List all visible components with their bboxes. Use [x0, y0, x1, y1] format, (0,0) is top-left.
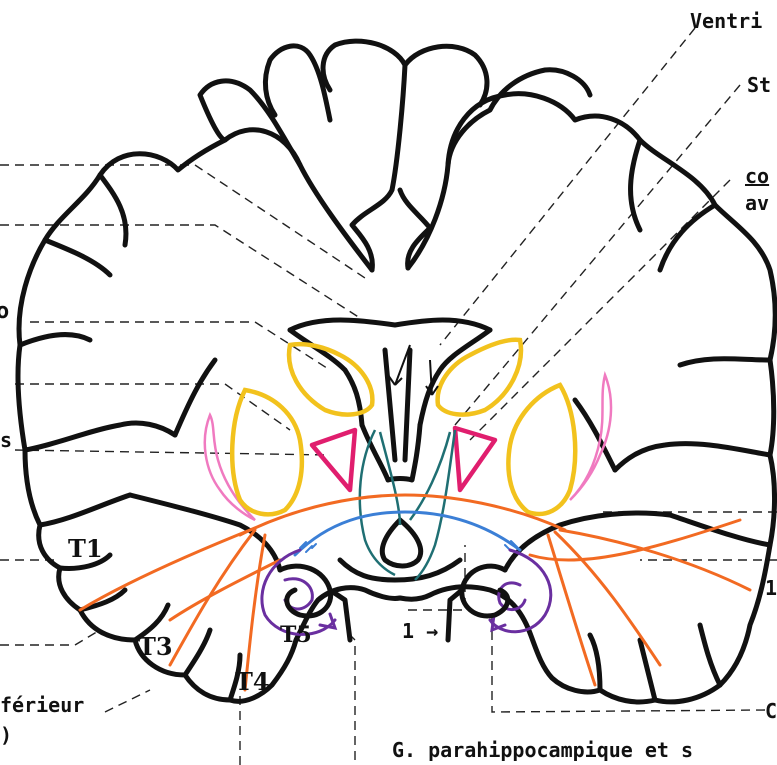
- label-left-paren: ): [0, 723, 12, 747]
- label-st: St: [747, 73, 771, 97]
- label-inferieur: férieur: [0, 693, 84, 717]
- right-putamen: [508, 385, 575, 514]
- gyrus-t1: T1: [68, 534, 103, 563]
- gyrus-t5: T5: [280, 622, 312, 648]
- gyrus-t3: T3: [138, 632, 173, 661]
- blue-tract: [295, 512, 520, 555]
- label-bottom: G. parahippocampique et s: [392, 738, 693, 762]
- brain-outline: [18, 41, 775, 702]
- basal-ganglia: [232, 340, 575, 515]
- label-left-s: s: [0, 428, 12, 452]
- left-putamen: [232, 390, 302, 514]
- label-arrow-1: 1 →: [402, 619, 438, 643]
- label-commissure-2: av: [745, 191, 769, 215]
- label-ventricle: Ventri: [690, 9, 762, 33]
- orange-tract: [80, 495, 750, 690]
- label-left-o: o: [0, 299, 9, 324]
- gyrus-t4: T4: [235, 667, 270, 696]
- label-right-c: C: [765, 699, 777, 723]
- label-commissure-1: co: [745, 164, 769, 188]
- label-right-1: 1: [765, 576, 777, 600]
- right-caudate: [438, 340, 521, 415]
